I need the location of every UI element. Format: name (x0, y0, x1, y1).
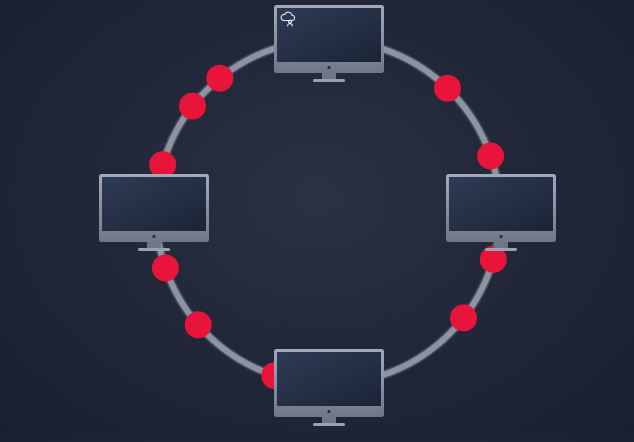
cloud-user-icon (280, 11, 296, 27)
monitor-chin-dot (327, 409, 331, 414)
monitor-right (446, 174, 556, 251)
monitor-base (313, 79, 345, 82)
monitor-chin-dot (499, 234, 503, 239)
user-head (288, 19, 292, 24)
monitor-screen (277, 8, 381, 62)
monitor-stand (322, 415, 336, 424)
link-dot (477, 142, 505, 170)
link-dot (184, 311, 212, 339)
cloud-shape (280, 11, 296, 22)
link-dot (179, 92, 206, 120)
link-dot (479, 245, 507, 273)
link-dot (450, 304, 477, 332)
monitor-base (313, 423, 345, 426)
monitor-base (138, 248, 170, 251)
monitor-base (485, 248, 517, 251)
user-body (287, 23, 293, 27)
monitor-top (274, 5, 384, 82)
monitor-screen (277, 352, 381, 406)
link-dot (149, 151, 177, 179)
monitor-stand (322, 71, 336, 80)
link-dot (434, 74, 461, 102)
monitor-screen (102, 177, 206, 231)
monitor-screen (449, 177, 553, 231)
monitor-chin-dot (327, 65, 331, 70)
monitor-chin-dot (152, 234, 156, 239)
monitor-stand (147, 240, 161, 249)
monitor-left (99, 174, 209, 251)
monitor-stand (494, 240, 508, 249)
link-dot (206, 64, 234, 92)
monitor-bottom (274, 349, 384, 426)
link-dot (151, 254, 179, 282)
